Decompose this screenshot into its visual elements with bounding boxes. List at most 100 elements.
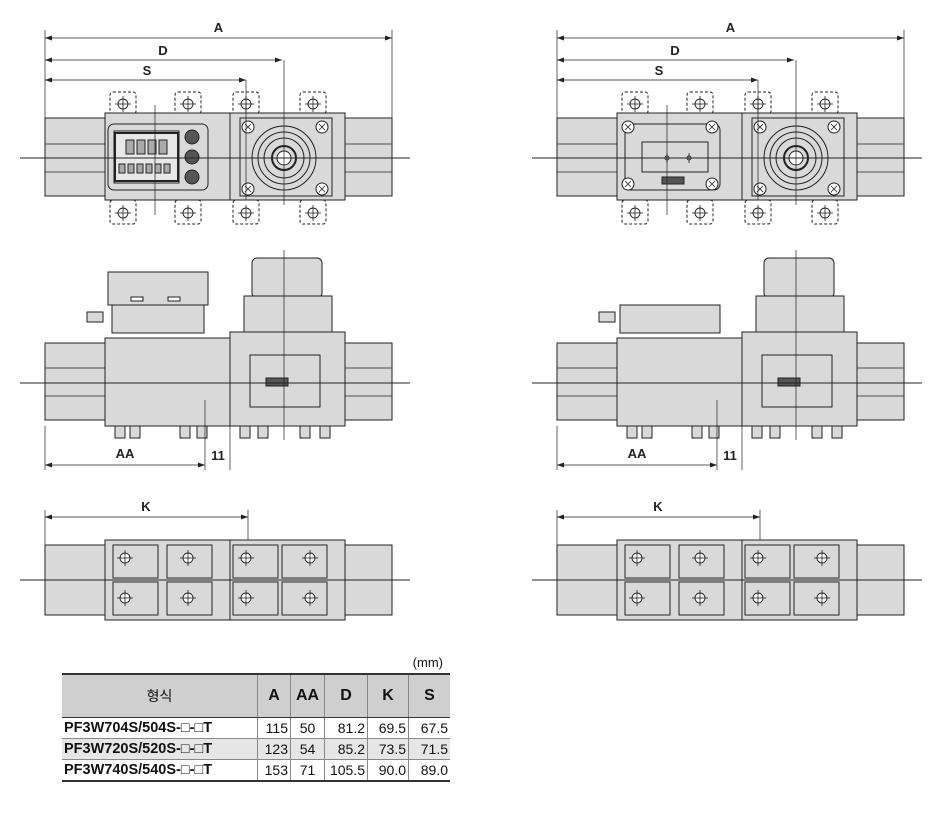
bottom-pocket [281,581,328,616]
cell-k: 69.5 [367,717,409,739]
bottom-pocket [166,544,213,579]
dimension-s [557,77,758,83]
bottom-pocket [624,544,671,579]
screw-hole [117,590,133,606]
arrow-head [557,462,564,468]
cell-a: 115 [257,717,291,739]
screw-hole [305,205,321,221]
screw-hole [814,590,830,606]
screw-icon [621,120,635,134]
screw-icon [705,177,719,191]
bottom-pocket [232,581,279,616]
mounting-foot [708,425,720,439]
table-row: PF3W720S/520S-□-□T 123 54 85.2 73.5 71.5 [62,738,450,760]
display-slot [167,296,181,302]
arrow-head [385,35,392,41]
screw-slot [624,123,632,131]
arrow-head [753,514,760,520]
cell-s: 67.5 [408,717,450,739]
screw-icon [621,177,635,191]
screw-icon [315,120,329,134]
screw-slot [624,180,632,188]
screw-hole [817,205,833,221]
dimension-s [45,77,246,83]
label-aa: AA [116,446,135,461]
right-pipe [344,117,393,197]
mounting-foot [239,425,251,439]
screw-hole [180,590,196,606]
arrow-head [751,77,758,83]
label-d: D [670,43,679,58]
bottom-pocket [232,544,279,579]
dimension-a [45,35,392,41]
left-pipe [556,342,618,421]
dimension-d [557,57,794,63]
screw-icon [827,120,841,134]
cell-s: 71.5 [408,738,450,760]
left-pipe [44,117,106,197]
cover-window [641,141,709,173]
left-pipe [44,342,106,421]
cell-a: 123 [257,738,291,760]
label-s: S [143,63,152,78]
screw-hole [692,550,708,566]
screw-hole [238,550,254,566]
screw-hole [627,205,643,221]
mounting-foot [319,425,331,439]
cell-aa: 71 [290,759,325,782]
arrow-head [241,514,248,520]
screw-slot [830,123,838,131]
arrow-head [45,462,52,468]
screw-hole [750,590,766,606]
table-row: PF3W704S/504S-□-□T 115 50 81.2 69.5 67.5 [62,717,450,739]
arrow-head [45,77,52,83]
screw-slot [318,123,326,131]
screw-hole [692,96,708,112]
screw-hole [629,550,645,566]
brand-logo-plate [661,176,685,185]
screw-slot [708,180,716,188]
brand-logo-plate [777,377,801,387]
screw-hole [117,550,133,566]
screw-hole [817,96,833,112]
screw-slot [708,123,716,131]
lcd-digit [158,139,168,155]
up-button-icon [184,129,200,145]
mounting-foot [114,425,126,439]
screw-hole [305,96,321,112]
arrow-head [45,35,52,41]
header-model: 형식 [62,673,258,718]
right-pipe [344,342,393,421]
header-aa: AA [290,673,325,718]
screw-icon [705,120,719,134]
screw-slot [830,185,838,193]
label-11: 11 [211,448,225,463]
display-module [107,271,209,306]
lcd-digit [147,139,157,155]
arrow-head [557,35,564,41]
label-s: S [655,63,664,78]
cell-aa: 54 [290,738,325,760]
mounting-foot [299,425,311,439]
screw-hole [814,550,830,566]
arrow-head [45,57,52,63]
cover-module [619,304,721,334]
mounting-foot [811,425,823,439]
left-pipe [556,117,618,197]
arrow-head [557,514,564,520]
label-a: A [214,20,224,35]
mounting-foot [196,425,208,439]
label-k: K [653,499,663,514]
right-pipe [856,342,905,421]
top-view: A DS [532,20,922,225]
screw-icon [753,120,767,134]
cell-d: 85.2 [324,738,368,760]
label-a: A [726,20,736,35]
mounting-foot [179,425,191,439]
sensor-body [104,337,231,427]
right-pipe [856,117,905,197]
header-s: S [408,673,450,718]
screw-hole [750,205,766,221]
